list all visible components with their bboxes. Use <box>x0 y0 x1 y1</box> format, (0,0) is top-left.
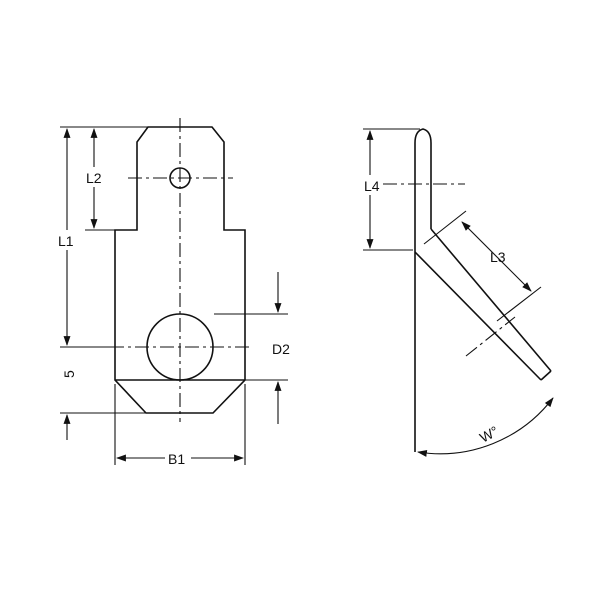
l1-label-backing <box>58 230 76 250</box>
l4-label: L4 <box>364 178 380 194</box>
l3-dimension-line <box>461 221 532 292</box>
l1-label: L1 <box>58 233 74 249</box>
l3-end-extension-line <box>496 286 542 322</box>
d2-label: D2 <box>272 341 290 357</box>
bent-tab-outer-edge <box>414 251 542 381</box>
l3-centerline <box>465 316 516 357</box>
front-view: L2 L1 5 D2 B1 <box>58 118 290 468</box>
angle-dimension-arc <box>417 397 554 457</box>
angle-label-backing <box>473 418 505 448</box>
front-view-outline <box>114 126 246 414</box>
b1-label: B1 <box>168 451 185 467</box>
bent-tab-inner-edge <box>430 228 552 372</box>
l2-label: L2 <box>86 170 102 186</box>
angle-label: W° <box>477 423 501 446</box>
side-view: L4 L3 W° <box>363 128 554 457</box>
bent-tab-end <box>540 370 552 381</box>
b1-label-backing <box>165 450 191 468</box>
side-view-plate <box>414 128 432 452</box>
l2-label-backing <box>86 167 104 187</box>
l3-start-extension-line <box>423 210 467 245</box>
l3-label: L3 <box>490 249 506 265</box>
five-label: 5 <box>61 370 77 378</box>
l4-label-backing <box>364 175 382 195</box>
